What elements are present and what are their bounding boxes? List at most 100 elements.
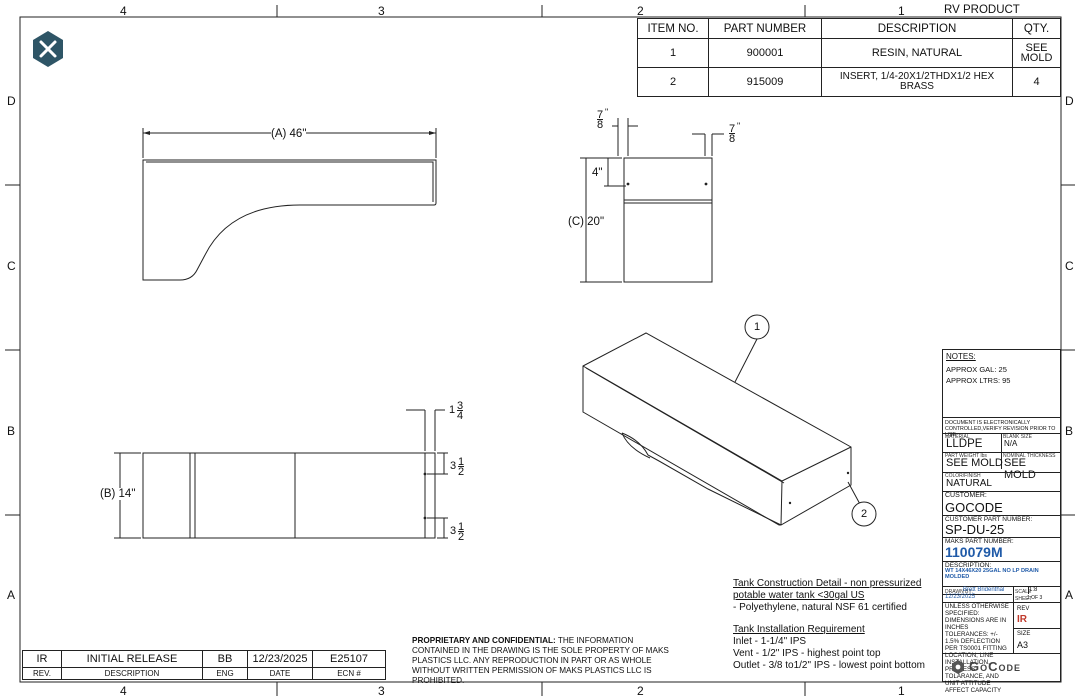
- color-label: COLOR/FINISH: [945, 473, 981, 479]
- rev-header-rev: REV.: [22, 667, 62, 680]
- weight-label: PART WEIGHT lbs: [945, 453, 987, 459]
- size-value: A3: [1017, 640, 1029, 650]
- dim-one-i: 1: [458, 456, 465, 468]
- proprietary-text: THE INFORMATION CONTAINED IN THE DRAWING…: [412, 636, 669, 685]
- doc-note: DOCUMENT IS ELECTRONICALLY CONTROLLED,VE…: [945, 420, 1056, 438]
- mpn-value: 110079M: [945, 544, 1003, 560]
- zone-left-b: B: [7, 424, 16, 438]
- zone-bottom-3: 3: [378, 684, 385, 698]
- bom-qty: SEE MOLD: [1012, 38, 1061, 68]
- zone-right-c: C: [1065, 259, 1074, 273]
- rev-header-eng: ENG: [202, 667, 248, 680]
- title-block: NOTES: APPROX GAL: 25 APPROX LTRS: 95 DO…: [942, 349, 1061, 694]
- dim-4-label: 4": [592, 167, 603, 179]
- bom-row: 2 915009 INSERT, 1/4-20X1/2THDX1/2 HEX B…: [637, 67, 1061, 97]
- drawn-label: DRAWN BY:: [945, 589, 973, 595]
- zone-top-3: 3: [378, 4, 385, 18]
- weight-value: SEE MOLD: [946, 457, 1003, 469]
- gocode-logo-text: GoCode: [969, 659, 1022, 674]
- install-inlet: Inlet - 1-1/4" IPS: [733, 636, 807, 647]
- bom-header-part: PART NUMBER: [708, 18, 822, 39]
- rev-ecn: E25107: [312, 650, 386, 668]
- dim-eight-den-2: 8: [729, 133, 736, 145]
- bom-desc: RESIN, NATURAL: [821, 38, 1013, 68]
- dim-four-den: 4: [457, 410, 464, 422]
- rev-header-date: DATE: [247, 667, 313, 680]
- install-vent: Vent - 1/2" IPS - highest point top: [733, 648, 881, 659]
- rev-date: 12/23/2025: [247, 650, 313, 668]
- cpn-value: SP-DU-25: [945, 522, 1005, 537]
- sheet-label: SHEET: [1015, 596, 1032, 602]
- zone-left-c: C: [7, 259, 16, 273]
- blank-value: N/A: [1004, 439, 1018, 448]
- rev-header-ecn: ECN #: [312, 667, 386, 680]
- bom-part: 915009: [708, 67, 822, 97]
- blank-label: BLANK SIZE: [1003, 434, 1032, 440]
- bom-row: 1 900001 RESIN, NATURAL SEE MOLD: [637, 38, 1061, 68]
- zone-left-a: A: [7, 588, 16, 602]
- zone-left-d: D: [7, 94, 16, 108]
- dim-inch-mark: ": [605, 107, 609, 117]
- dim-seven-num-2: 7: [729, 123, 736, 135]
- bom-desc: INSERT, 1/4-20X1/2THDX1/2 HEX BRASS: [821, 67, 1013, 97]
- revision-table: IR INITIAL RELEASE BB 12/23/2025 E25107 …: [22, 650, 386, 680]
- date-value: 12/23/2025: [945, 594, 976, 600]
- dim-seven-num: 7: [597, 109, 604, 121]
- bom-item: 2: [637, 67, 709, 97]
- rev-desc: INITIAL RELEASE: [61, 650, 203, 668]
- dim-three-num: 3: [457, 400, 464, 412]
- desc-value: WT 14X46X20 25GAL NO LP DRAIN MOLDED: [945, 568, 1039, 580]
- dim-one: 1: [449, 404, 456, 416]
- zone-right-b: B: [1065, 424, 1074, 438]
- dim-inch-mark-2: ": [737, 121, 741, 131]
- desc-label: DESCRIPTION:: [945, 562, 992, 569]
- zone-bottom-2: 2: [637, 684, 644, 698]
- bom-header-qty: QTY.: [1012, 18, 1061, 39]
- dim-c-label: (C) 20": [568, 216, 605, 228]
- bom-header-item: ITEM NO.: [637, 18, 709, 39]
- zone-top-2: 2: [637, 4, 644, 18]
- notes-ltr: APPROX LTRS: 95: [946, 376, 1011, 385]
- material-value: LLDPE: [946, 438, 983, 450]
- dim-three-i: 3: [450, 460, 457, 472]
- header-title: RV PRODUCT: [944, 4, 1020, 16]
- bom-qty: 4: [1012, 67, 1061, 97]
- rev-value: IR: [1017, 614, 1027, 625]
- bom-item: 1: [637, 38, 709, 68]
- bom-table: ITEM NO. PART NUMBER DESCRIPTION QTY. 1 …: [637, 18, 1061, 97]
- dim-eight-den: 8: [597, 119, 604, 131]
- zone-right-a: A: [1065, 588, 1074, 602]
- install-outlet: Outlet - 3/8 to1/2" IPS - lowest point b…: [733, 660, 925, 671]
- notes-gal: APPROX GAL: 25: [946, 365, 1007, 374]
- rev-code: IR: [22, 650, 62, 668]
- cpn-label: CUSTOMER PART NUMBER:: [945, 516, 1033, 523]
- mpn-label: MAKS PART NUMBER:: [945, 538, 1014, 545]
- color-value: NATURAL: [946, 478, 992, 489]
- construction-line: - Polyethylene, natural NSF 61 certified: [733, 602, 907, 613]
- scale-value: 1:8: [1029, 587, 1038, 593]
- rev-eng: BB: [202, 650, 248, 668]
- zone-right-d: D: [1065, 94, 1074, 108]
- rev-header-desc: DESCRIPTION: [61, 667, 203, 680]
- construction-title: Tank Construction Detail - non pressuriz…: [733, 578, 922, 601]
- proprietary-lead: PROPRIETARY AND CONFIDENTIAL:: [412, 636, 556, 645]
- install-title: Tank Installation Requirement: [733, 624, 865, 635]
- dim-two-den: 2: [458, 466, 465, 478]
- zone-top-4: 4: [120, 4, 127, 18]
- dim-two-den-2: 2: [458, 531, 465, 543]
- size-label: SIZE: [1017, 631, 1031, 637]
- balloon-2: 2: [861, 508, 868, 520]
- construction-notes: Tank Construction Detail - non pressuriz…: [733, 578, 925, 672]
- balloon-1: 1: [754, 321, 761, 333]
- scale-label: SCALE: [1015, 589, 1032, 595]
- notes-title: NOTES:: [946, 352, 976, 361]
- customer-value: GOCODE: [945, 500, 1003, 515]
- proprietary-notice: PROPRIETARY AND CONFIDENTIAL: THE INFORM…: [412, 636, 672, 686]
- drawn-value: Brett Bridenthal: [963, 587, 1005, 593]
- thick-label: NOMINAL THICKNESS: [1003, 453, 1056, 459]
- tolerance-note: UNLESS OTHERWISE SPECIFIED: DIMENSIONS A…: [945, 603, 1009, 694]
- zone-bottom-1: 1: [898, 684, 905, 698]
- dim-a-label: (A) 46": [271, 128, 307, 140]
- rev-label: REV: [1017, 606, 1030, 612]
